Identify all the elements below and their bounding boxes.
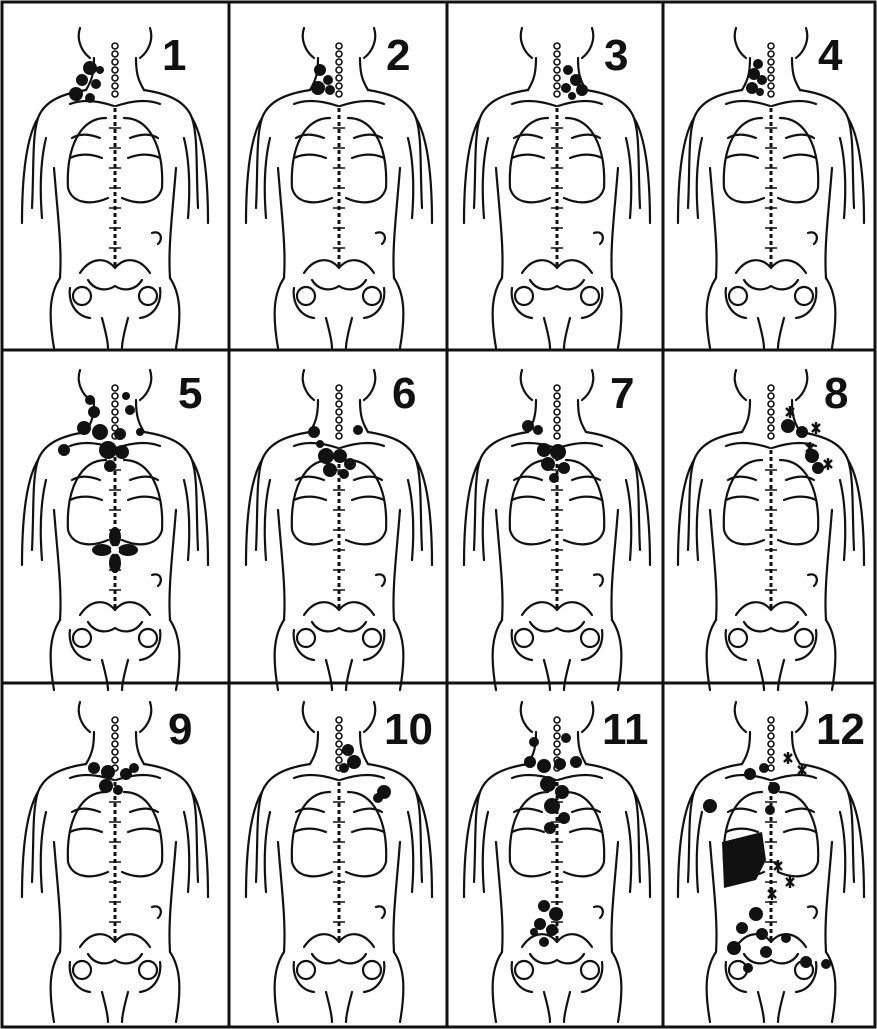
panel-number: 5 xyxy=(178,369,202,418)
panel-number: 4 xyxy=(818,31,843,80)
panel-number: 12 xyxy=(816,705,865,754)
panel-number: 9 xyxy=(168,705,192,754)
panel-number: 10 xyxy=(384,705,433,754)
panel-number: 3 xyxy=(604,31,628,80)
panel-number: 6 xyxy=(392,369,416,418)
panel-number: 2 xyxy=(386,31,410,80)
panel-number: 1 xyxy=(162,31,186,80)
panel-number: 8 xyxy=(824,369,848,418)
panel-number: 7 xyxy=(610,369,634,418)
panel-number: 11 xyxy=(602,705,649,754)
